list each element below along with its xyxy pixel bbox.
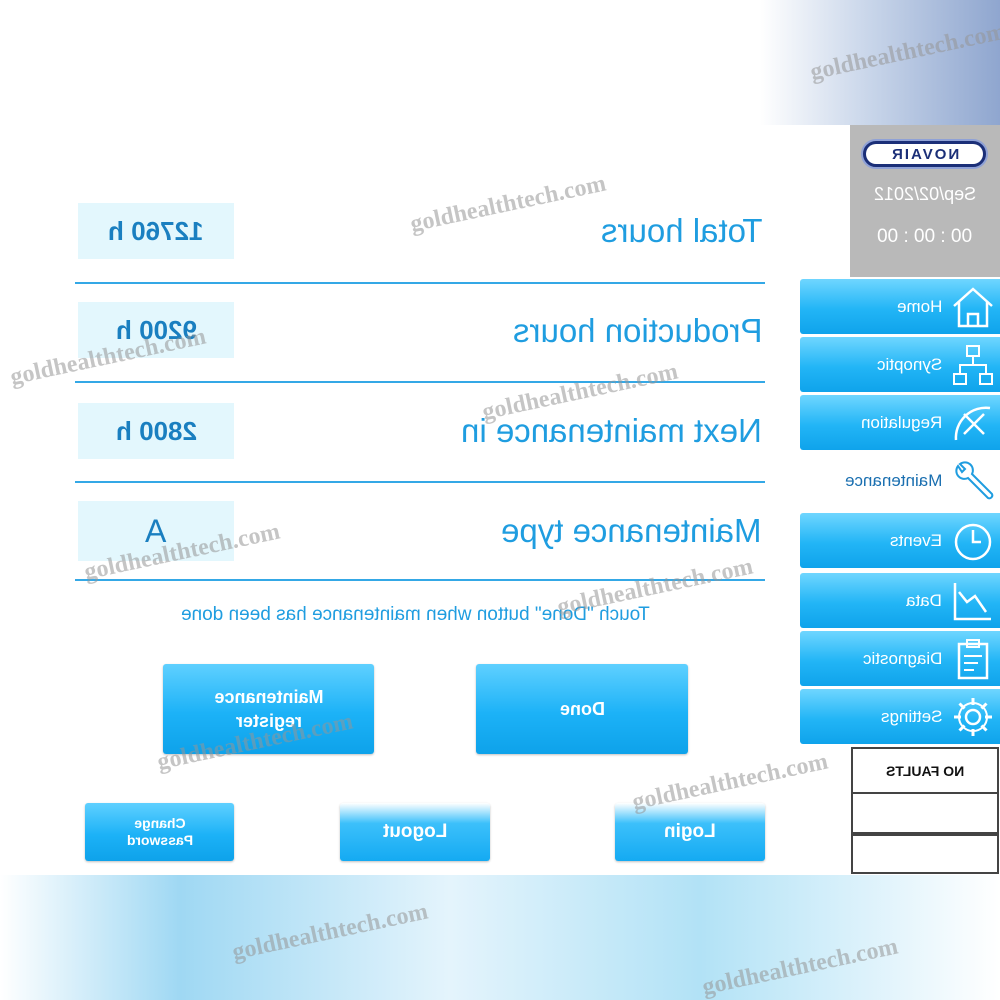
regulation-icon: [954, 406, 991, 441]
time-display: 00 : 00 : 00: [877, 226, 973, 247]
nav-synoptic[interactable]: Synoptic: [800, 337, 1000, 392]
row-divider: [75, 579, 765, 581]
nav-data[interactable]: Data: [800, 573, 1000, 628]
clock-icon: [954, 523, 992, 561]
wrench-icon: [955, 461, 994, 500]
nav-diagnostic-label: Diagnostic: [862, 648, 942, 668]
watermark: goldhealthtech.com: [408, 170, 609, 238]
production-hours-value: 9200 h: [78, 302, 234, 358]
nav-home-label: Home: [896, 296, 942, 316]
nav-regulation[interactable]: Regulation: [800, 395, 1000, 450]
synoptic-icon: [953, 345, 993, 385]
row-divider: [75, 282, 765, 284]
gear-icon: [954, 698, 992, 736]
done-hint-text: Touch "Done" button when maintenance has…: [181, 604, 650, 625]
production-hours-label: Production hours: [512, 312, 762, 349]
nav-maintenance-label: Maintenance: [844, 470, 942, 490]
login-button[interactable]: Login: [615, 803, 765, 861]
logout-button[interactable]: Logout: [340, 803, 490, 861]
next-maintenance-label: Next maintenance in: [461, 412, 762, 449]
total-hours-label: Total hours: [600, 212, 762, 249]
nav-diagnostic[interactable]: Diagnostic: [800, 631, 1000, 686]
nav-settings[interactable]: Settings: [800, 689, 1000, 744]
clipboard-icon: [957, 639, 989, 680]
fault-status-box: [851, 794, 999, 834]
maintenance-register-button[interactable]: Maintenance register: [163, 664, 374, 754]
nav-home[interactable]: Home: [800, 279, 1000, 334]
nav-events-label: Events: [890, 530, 942, 550]
footer-gradient: [0, 875, 1000, 1000]
done-button[interactable]: Done: [476, 664, 688, 754]
chart-icon: [953, 583, 991, 621]
row-divider: [75, 381, 765, 383]
fault-status-box: NO FAULTS: [851, 747, 999, 794]
nav-data-label: Data: [906, 590, 942, 610]
row-divider: [75, 481, 765, 483]
header-gradient: [760, 0, 1000, 125]
nav-maintenance[interactable]: Maintenance: [800, 453, 1000, 508]
novair-logo: NOVAIR: [861, 139, 988, 169]
change-password-button[interactable]: Change Password: [85, 803, 234, 861]
maintenance-type-label: Maintenance type: [501, 512, 762, 549]
nav-synoptic-label: Synoptic: [876, 354, 942, 374]
maintenance-type-value: A: [78, 501, 234, 561]
home-icon: [953, 287, 993, 328]
fault-status-box: [851, 834, 999, 874]
date-display: Sep/02/2012: [873, 184, 977, 204]
nav-events[interactable]: Events: [800, 513, 1000, 568]
nav-regulation-label: Regulation: [860, 412, 942, 432]
next-maintenance-value: 2800 h: [78, 403, 234, 459]
nav-settings-label: Settings: [880, 706, 942, 726]
total-hours-value: 12760 h: [78, 203, 234, 259]
